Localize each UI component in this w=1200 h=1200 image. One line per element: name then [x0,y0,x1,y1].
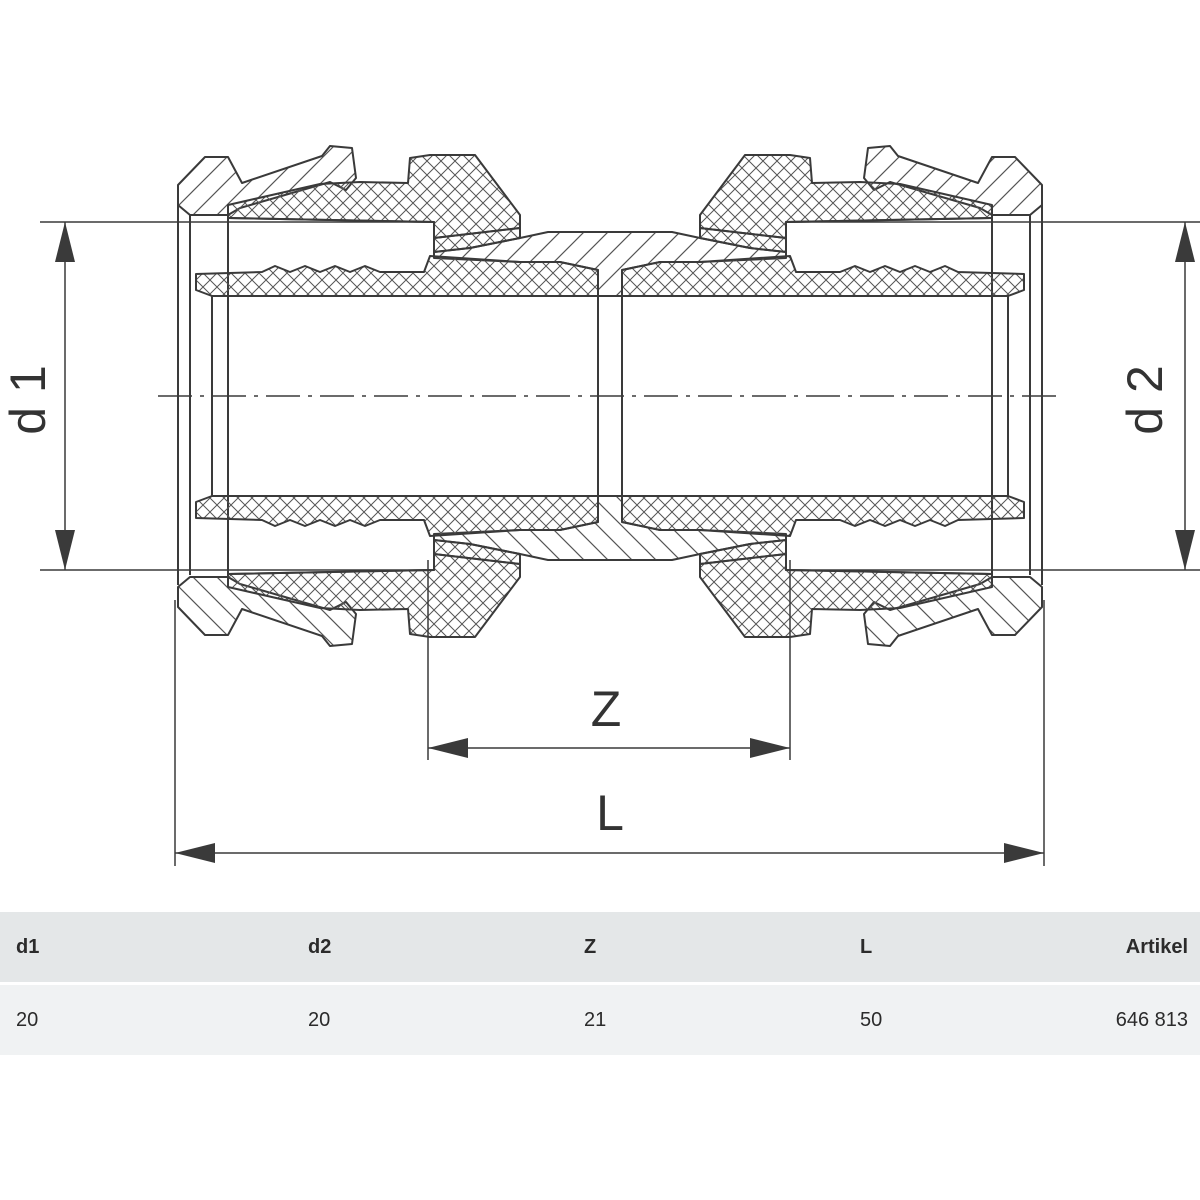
l-label: L [596,785,624,841]
cell-l: 50 [844,985,1090,1055]
d1-label: d 1 [0,365,56,435]
table-header-row: d1 d2 Z L Artikel [0,912,1200,982]
dimension-d1 [40,221,430,571]
fitting-lower-half [177,495,1043,647]
dimension-z [427,560,791,760]
header-artikel: Artikel [1090,912,1200,982]
header-d1: d1 [0,912,292,982]
cell-artikel: 646 813 [1090,985,1200,1055]
header-z: Z [568,912,844,982]
fitting-upper-half [177,145,1043,297]
header-d2: d2 [292,912,568,982]
z-label: Z [591,681,622,737]
cell-d2: 20 [292,985,568,1055]
cell-d1: 20 [0,985,292,1055]
d2-label: d 2 [1117,365,1173,435]
coupling-cross-section-drawing: d 1 d 2 Z L [0,145,1200,866]
dimension-d2 [786,221,1200,571]
table-row: 20 20 21 50 646 813 [0,985,1200,1055]
header-l: L [844,912,1090,982]
table-gap [0,982,1200,985]
dimension-l [174,600,1045,866]
cell-z: 21 [568,985,844,1055]
spec-table: d1 d2 Z L Artikel 20 20 21 50 646 813 [0,912,1200,1055]
